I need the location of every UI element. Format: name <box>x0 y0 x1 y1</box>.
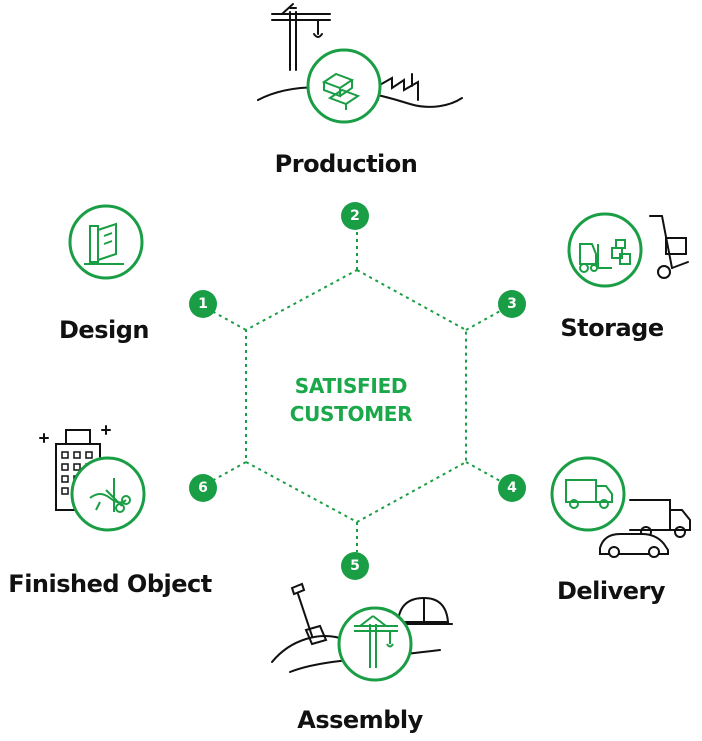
step-badge-3: 3 <box>498 290 526 318</box>
label-production: Production <box>274 150 418 178</box>
drafting-icon <box>84 222 124 265</box>
step-badge-1: 1 <box>189 290 217 318</box>
center-line-2: CUSTOMER <box>289 402 413 426</box>
step-badge-2: 2 <box>341 202 369 230</box>
crane-icon <box>354 615 398 668</box>
center-title: SATISFIED CUSTOMER <box>290 372 413 428</box>
step-badge-5: 5 <box>341 552 369 580</box>
delivery-icon-circle <box>550 456 626 532</box>
finished-object-icon-circle <box>70 456 146 532</box>
connector-lines <box>209 226 503 552</box>
label-finished-object: Finished Object <box>8 570 212 598</box>
center-line-1: SATISFIED <box>294 374 408 398</box>
forklift-icon <box>579 239 631 273</box>
label-delivery: Delivery <box>556 577 666 605</box>
truck-icon <box>565 479 613 509</box>
step-badge-6: 6 <box>189 474 217 502</box>
delivery-illustration <box>599 499 691 558</box>
step-badge-4: 4 <box>498 474 526 502</box>
label-assembly: Assembly <box>297 706 423 734</box>
storage-illustration <box>649 215 689 279</box>
factory-icon <box>321 72 361 110</box>
ribbon-cutting-icon <box>89 478 131 513</box>
design-icon-circle <box>68 204 144 280</box>
label-storage: Storage <box>560 314 664 342</box>
label-design: Design <box>59 316 149 344</box>
